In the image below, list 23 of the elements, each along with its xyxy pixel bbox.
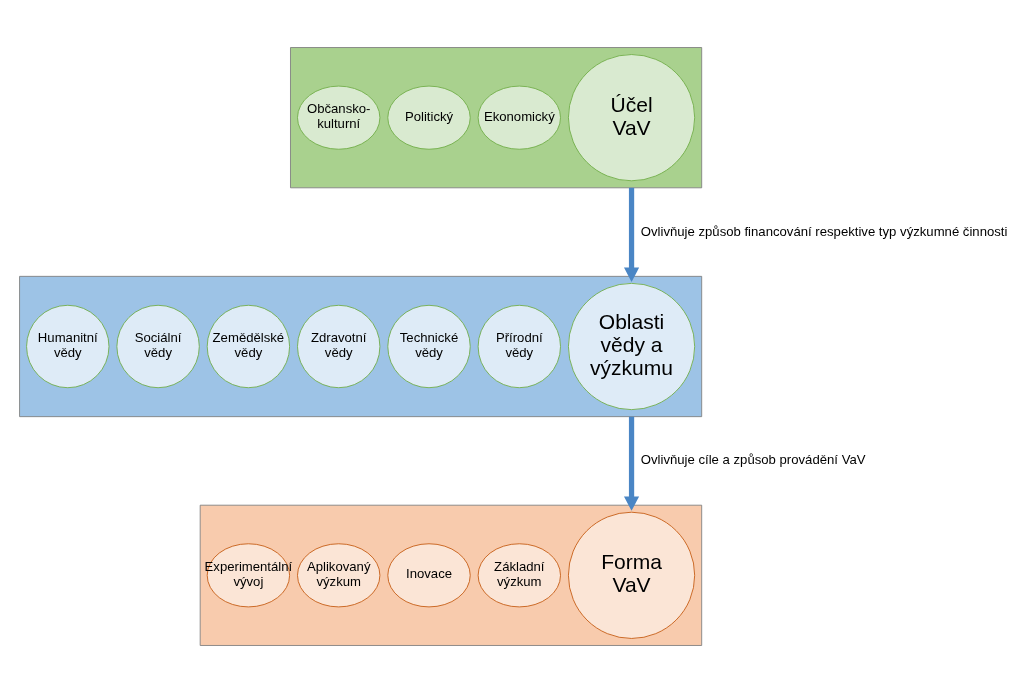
node-ellipse: Základní výzkum bbox=[477, 543, 561, 608]
node-ellipse: Aplikovaný výzkum bbox=[296, 543, 380, 608]
node-circle: Zdravotní vědy bbox=[296, 304, 380, 389]
node-circle: Forma VaV bbox=[567, 511, 695, 639]
node-circle: Oblasti vědy a výzkumu bbox=[567, 282, 695, 411]
node-ellipse: Experimentální vývoj bbox=[206, 543, 290, 608]
node-circle: Technické vědy bbox=[386, 304, 471, 389]
node-circle: Humanitní vědy bbox=[25, 304, 109, 389]
node-circle: Účel VaV bbox=[567, 54, 695, 182]
arrow bbox=[623, 416, 639, 511]
cluster bbox=[199, 504, 702, 646]
node-circle: Sociální vědy bbox=[115, 304, 200, 389]
node-ellipse: Politický bbox=[386, 85, 471, 150]
node-ellipse: Inovace bbox=[386, 543, 471, 608]
cluster bbox=[289, 47, 702, 189]
node-circle: Přírodní vědy bbox=[477, 304, 561, 389]
node-ellipse: Občansko-kulturní bbox=[296, 85, 380, 150]
node-circle: Zemědělské vědy bbox=[206, 304, 290, 389]
edge-label: Ovlivňuje cíle a způsob provádění VaV bbox=[640, 452, 866, 468]
cluster bbox=[18, 275, 702, 418]
arrow bbox=[623, 187, 639, 282]
node-ellipse: Ekonomický bbox=[477, 85, 561, 150]
edge-label: Ovlivňuje způsob financování respektive typ výzkumné činnosti bbox=[640, 223, 1007, 239]
